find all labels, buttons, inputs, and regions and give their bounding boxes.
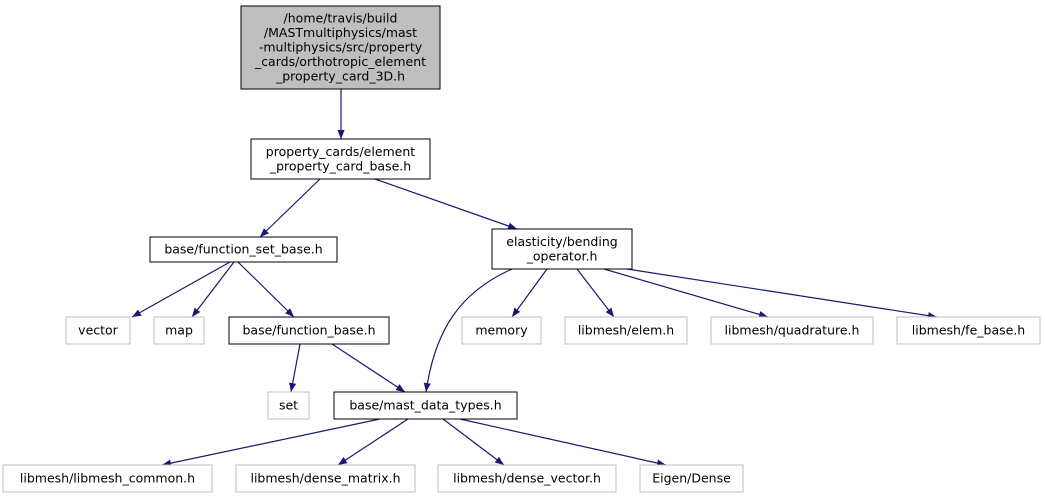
edge-fb-set [289, 343, 301, 393]
edge-mdt-lmc [161, 418, 381, 467]
edge-mdt-dv [442, 418, 505, 466]
edge-mdt-dm [337, 418, 409, 466]
edges-layer [131, 89, 938, 467]
node-label-line: libmesh/dense_matrix.h [250, 471, 400, 486]
node-mdt[interactable]: base/mast_data_types.h [333, 391, 518, 420]
node-fb[interactable]: base/function_base.h [228, 316, 390, 345]
node-box [240, 5, 441, 90]
node-box [65, 316, 131, 345]
node-epcb[interactable]: property_cards/element_property_card_bas… [250, 138, 431, 180]
node-label-line: -multiphysics/src/property [259, 40, 423, 55]
node-box [710, 316, 874, 345]
node-label-line: _cards/orthotropic_element [254, 54, 426, 69]
node-set[interactable]: set [267, 391, 310, 420]
edge-bend-memory [511, 268, 548, 318]
node-box [228, 316, 390, 345]
edge-fsb-map [191, 261, 235, 318]
node-label-line: base/function_set_base.h [164, 242, 322, 257]
node-label-line: libmesh/elem.h [578, 323, 674, 338]
edge-mdt-eigen [459, 418, 667, 467]
node-label-line: vector [78, 323, 119, 338]
node-root: /home/travis/build/MASTmultiphysics/mast… [240, 5, 441, 90]
node-label-line: _property_card_3D.h [275, 69, 405, 84]
node-box [149, 236, 338, 263]
node-box [2, 464, 213, 493]
node-label-line: libmesh/libmesh_common.h [20, 471, 195, 486]
node-label-line: base/function_base.h [242, 323, 375, 338]
node-febase[interactable]: libmesh/fe_base.h [896, 316, 1041, 345]
node-box [896, 316, 1041, 345]
edge-bend-quad [603, 268, 769, 318]
node-eigen[interactable]: Eigen/Dense [639, 464, 744, 493]
nodes-layer: /home/travis/build/MASTmultiphysics/mast… [2, 5, 1041, 493]
node-quad[interactable]: libmesh/quadrature.h [710, 316, 874, 345]
node-box [491, 228, 633, 270]
edge-fsb-fb [237, 261, 295, 318]
edge-bend-mdt [423, 268, 513, 393]
node-memory[interactable]: memory [461, 316, 542, 345]
node-dm[interactable]: libmesh/dense_matrix.h [235, 464, 416, 493]
node-box [153, 316, 205, 345]
edge-bend-elem [576, 268, 615, 318]
node-elem[interactable]: libmesh/elem.h [564, 316, 688, 345]
node-label-line: set [279, 398, 298, 413]
node-lmc[interactable]: libmesh/libmesh_common.h [2, 464, 213, 493]
edge-epcb-fsb [259, 178, 321, 238]
node-label-line: property_cards/element [266, 144, 416, 159]
node-label-line: libmesh/quadrature.h [725, 323, 860, 338]
edge-bend-febase [626, 268, 938, 320]
node-label-line: _operator.h [526, 248, 598, 263]
node-label-line: _property_card_base.h [269, 158, 411, 173]
node-box [235, 464, 416, 493]
node-box [437, 464, 617, 493]
node-dv[interactable]: libmesh/dense_vector.h [437, 464, 617, 493]
node-bend[interactable]: elasticity/bending_operator.h [491, 228, 633, 270]
node-box [250, 138, 431, 180]
edge-epcb-bend [374, 178, 518, 230]
edge-fb-mdt [331, 343, 406, 393]
node-box [267, 391, 310, 420]
node-label-line: Eigen/Dense [652, 471, 731, 486]
node-label-line: map [165, 323, 193, 338]
node-label-line: /MASTmultiphysics/mast [264, 25, 417, 40]
node-box [333, 391, 518, 420]
edge-fsb-vector [131, 261, 231, 318]
node-vector[interactable]: vector [65, 316, 131, 345]
node-label-line: memory [475, 323, 528, 338]
node-label-line: libmesh/fe_base.h [912, 323, 1025, 338]
node-box [639, 464, 744, 493]
node-label-line: /home/travis/build [284, 11, 398, 26]
node-map[interactable]: map [153, 316, 205, 345]
node-box [564, 316, 688, 345]
node-box [461, 316, 542, 345]
node-label-line: elasticity/bending [506, 234, 617, 249]
node-label-line: libmesh/dense_vector.h [453, 471, 601, 486]
node-label-line: base/mast_data_types.h [349, 398, 501, 413]
node-fsb[interactable]: base/function_set_base.h [149, 236, 338, 263]
